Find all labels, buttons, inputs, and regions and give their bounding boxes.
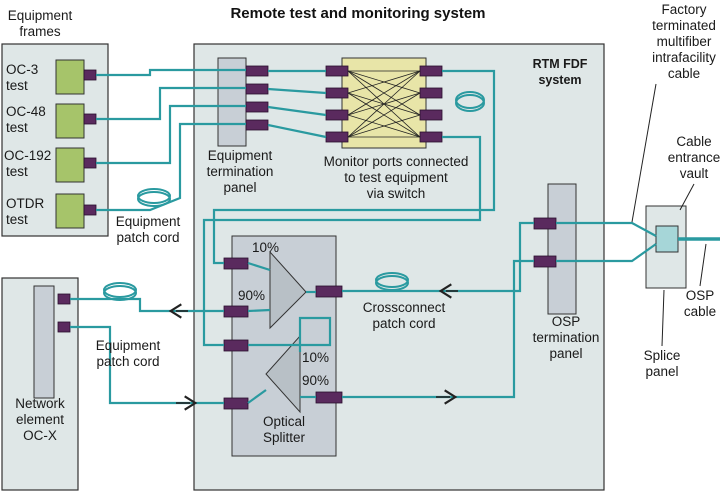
rtm-fdf-label-1: RTM FDF	[533, 57, 588, 71]
factory-cable-label-2: terminated	[652, 18, 716, 33]
network-element-unit	[33, 285, 55, 399]
factory-cable-label-1: Factory	[661, 2, 706, 17]
monitor-ports-label-3: via switch	[367, 186, 426, 201]
otdr-test-unit: OTDR test	[6, 193, 97, 229]
diagram-title: Remote test and monitoring system	[230, 5, 485, 22]
oc48-test-unit: OC-48 test	[6, 103, 97, 139]
cable-vault-label-3: vault	[680, 166, 709, 181]
patch-cord-coils	[103, 91, 485, 301]
network-element-port-1	[57, 293, 71, 305]
splice-panel-label-1: Splice	[644, 348, 681, 363]
cable-vault-label-1: Cable	[676, 134, 711, 149]
eq-patch-cord-bottom-label-2: patch cord	[96, 354, 159, 369]
splitter-upper-triangle	[269, 250, 307, 330]
network-element-label-1: Network	[15, 396, 65, 411]
eq-patch-cord-bottom-label-1: Equipment	[96, 338, 161, 353]
osp-panel-label-3: panel	[549, 346, 582, 361]
osp-panel-label-1: OSP	[552, 314, 581, 329]
pct-90-bottom: 90%	[302, 373, 329, 388]
pct-10-top: 10%	[252, 240, 279, 255]
oc3-label-2: test	[6, 78, 28, 93]
monitor-switch-matrix	[325, 57, 443, 149]
network-element-label-3: OC-X	[23, 428, 57, 443]
osp-cable-label-1: OSP	[686, 288, 715, 303]
eq-term-panel-label-1: Equipment	[208, 148, 273, 163]
splice-unit	[655, 225, 679, 253]
network-element-label-2: element	[16, 412, 64, 427]
osp-panel-label-2: termination	[533, 330, 600, 345]
factory-cable-label-5: cable	[668, 66, 700, 81]
cable-vault-leader	[679, 183, 695, 211]
factory-cable-leader	[631, 83, 657, 223]
equipment-frames-label-2: frames	[19, 24, 61, 39]
pct-90-top: 90%	[238, 288, 265, 303]
splice-panel-leader	[661, 289, 665, 347]
oc3-label-1: OC-3	[6, 62, 38, 77]
equipment-termination-panel	[217, 57, 247, 147]
monitor-ports-label-2: to test equipment	[344, 170, 448, 185]
cable-vault-label-2: entrance	[668, 150, 720, 165]
monitor-ports-label-1: Monitor ports connected	[324, 154, 469, 169]
equipment-frames-label-1: Equipment	[8, 8, 73, 23]
factory-cable-label-3: multifiber	[657, 34, 712, 49]
optical-splitter-label-1: Optical	[263, 414, 305, 429]
optical-splitter-label-2: Splitter	[263, 430, 306, 445]
splice-panel-label-2: panel	[645, 364, 678, 379]
rtm-fdf-label-2: system	[538, 73, 581, 87]
network-element-port-2	[57, 321, 71, 333]
crossconnect-label-1: Crossconnect	[363, 300, 446, 315]
oc192-test-unit: OC-192 test	[4, 147, 97, 183]
factory-cable-label-4: intrafacility	[652, 50, 716, 65]
eq-term-panel-label-3: panel	[223, 180, 256, 195]
oc192-label-2: test	[6, 164, 28, 179]
eq-patch-cord-top-label-1: Equipment	[116, 214, 181, 229]
eq-term-panel-label-2: termination	[207, 164, 274, 179]
otdr-label-1: OTDR	[6, 196, 44, 211]
oc192-label-1: OC-192	[4, 148, 51, 163]
pct-10-bottom: 10%	[302, 350, 329, 365]
splitter-lower-triangle	[265, 334, 301, 414]
osp-cable-leader	[699, 243, 707, 287]
osp-cable-label-2: cable	[684, 304, 716, 319]
crossconnect-label-2: patch cord	[372, 316, 435, 331]
eq-patch-cord-top-label-2: patch cord	[116, 230, 179, 245]
oc48-label-1: OC-48	[6, 104, 46, 119]
oc48-label-2: test	[6, 120, 28, 135]
fiber-routes	[70, 68, 720, 405]
osp-termination-panel	[547, 183, 577, 315]
otdr-label-2: test	[6, 212, 28, 227]
oc3-test-unit: OC-3 test	[6, 59, 97, 95]
